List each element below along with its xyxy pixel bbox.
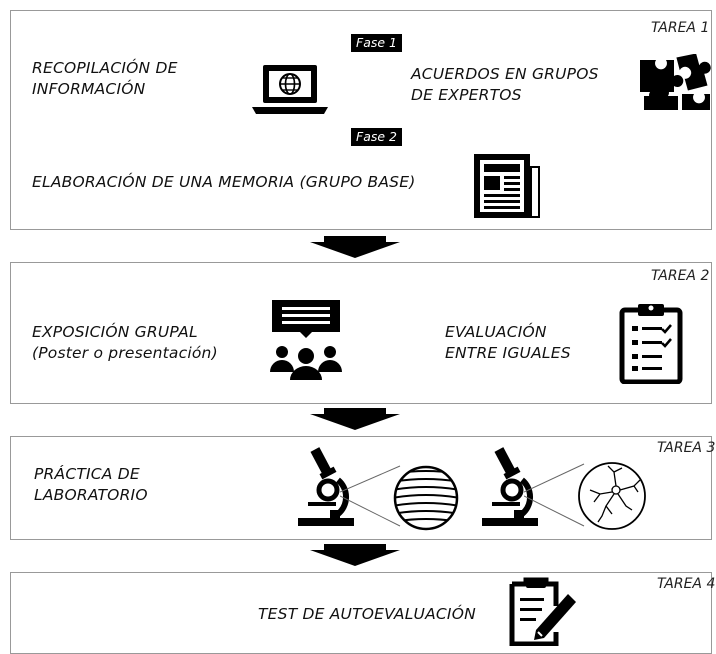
tarea-4-box (10, 572, 712, 654)
neuron-icon (578, 462, 646, 530)
group-presentation-icon (270, 300, 342, 380)
acuerdos-line-2: DE EXPERTOS (411, 86, 522, 104)
tarea-3-box (10, 436, 712, 540)
microscope-icon (482, 447, 538, 526)
microscope-icon (298, 447, 354, 526)
zoom-lines-1 (340, 465, 401, 527)
test-label: TEST DE AUTOEVALUACIÓN (258, 605, 476, 623)
striated-tissue-icon (393, 465, 459, 531)
exposicion-label: EXPOSICIÓN GRUPAL (Poster o presentación… (32, 322, 218, 364)
evaluacion-line-2: ENTRE IGUALES (445, 344, 571, 362)
clipboard-checklist-icon (619, 304, 683, 384)
evaluacion-label: EVALUACIÓN ENTRE IGUALES (445, 322, 571, 364)
acuerdos-label: ACUERDOS EN GRUPOS DE EXPERTOS (411, 64, 599, 106)
elaboracion-label: ELABORACIÓN DE UNA MEMORIA (GRUPO BASE) (32, 173, 416, 191)
tarea-2-tag: TAREA 2 (651, 268, 710, 284)
recopilacion-line-1: RECOPILACIÓN DE (32, 59, 178, 77)
tarea-1-tag: TAREA 1 (651, 20, 710, 36)
exposicion-line-2: (Poster o presentación) (32, 344, 218, 362)
evaluacion-line-1: EVALUACIÓN (445, 323, 547, 341)
practica-label: PRÁCTICA DE LABORATORIO (34, 464, 148, 506)
practica-line-2: LABORATORIO (34, 486, 148, 504)
newspaper-icon (474, 154, 540, 218)
practica-line-1: PRÁCTICA DE (34, 465, 140, 483)
flow-arrow-1 (310, 236, 400, 258)
tarea-4-tag: TAREA 4 (657, 576, 716, 592)
zoom-lines-2 (524, 463, 585, 527)
puzzle-icon (640, 54, 711, 110)
tarea-2-box (10, 262, 712, 404)
fase-1-badge: Fase 1 (351, 34, 402, 52)
recopilacion-line-2: INFORMACIÓN (32, 80, 146, 98)
fase-2-badge: Fase 2 (351, 128, 402, 146)
flow-arrow-2 (310, 408, 400, 430)
laptop-globe-icon (252, 65, 328, 114)
exposicion-line-1: EXPOSICIÓN GRUPAL (32, 323, 198, 341)
acuerdos-line-1: ACUERDOS EN GRUPOS (411, 65, 599, 83)
flow-arrow-3 (310, 544, 400, 566)
clipboard-pencil-icon (509, 577, 576, 646)
recopilacion-label: RECOPILACIÓN DE INFORMACIÓN (32, 58, 178, 100)
tarea-3-tag: TAREA 3 (657, 440, 716, 456)
